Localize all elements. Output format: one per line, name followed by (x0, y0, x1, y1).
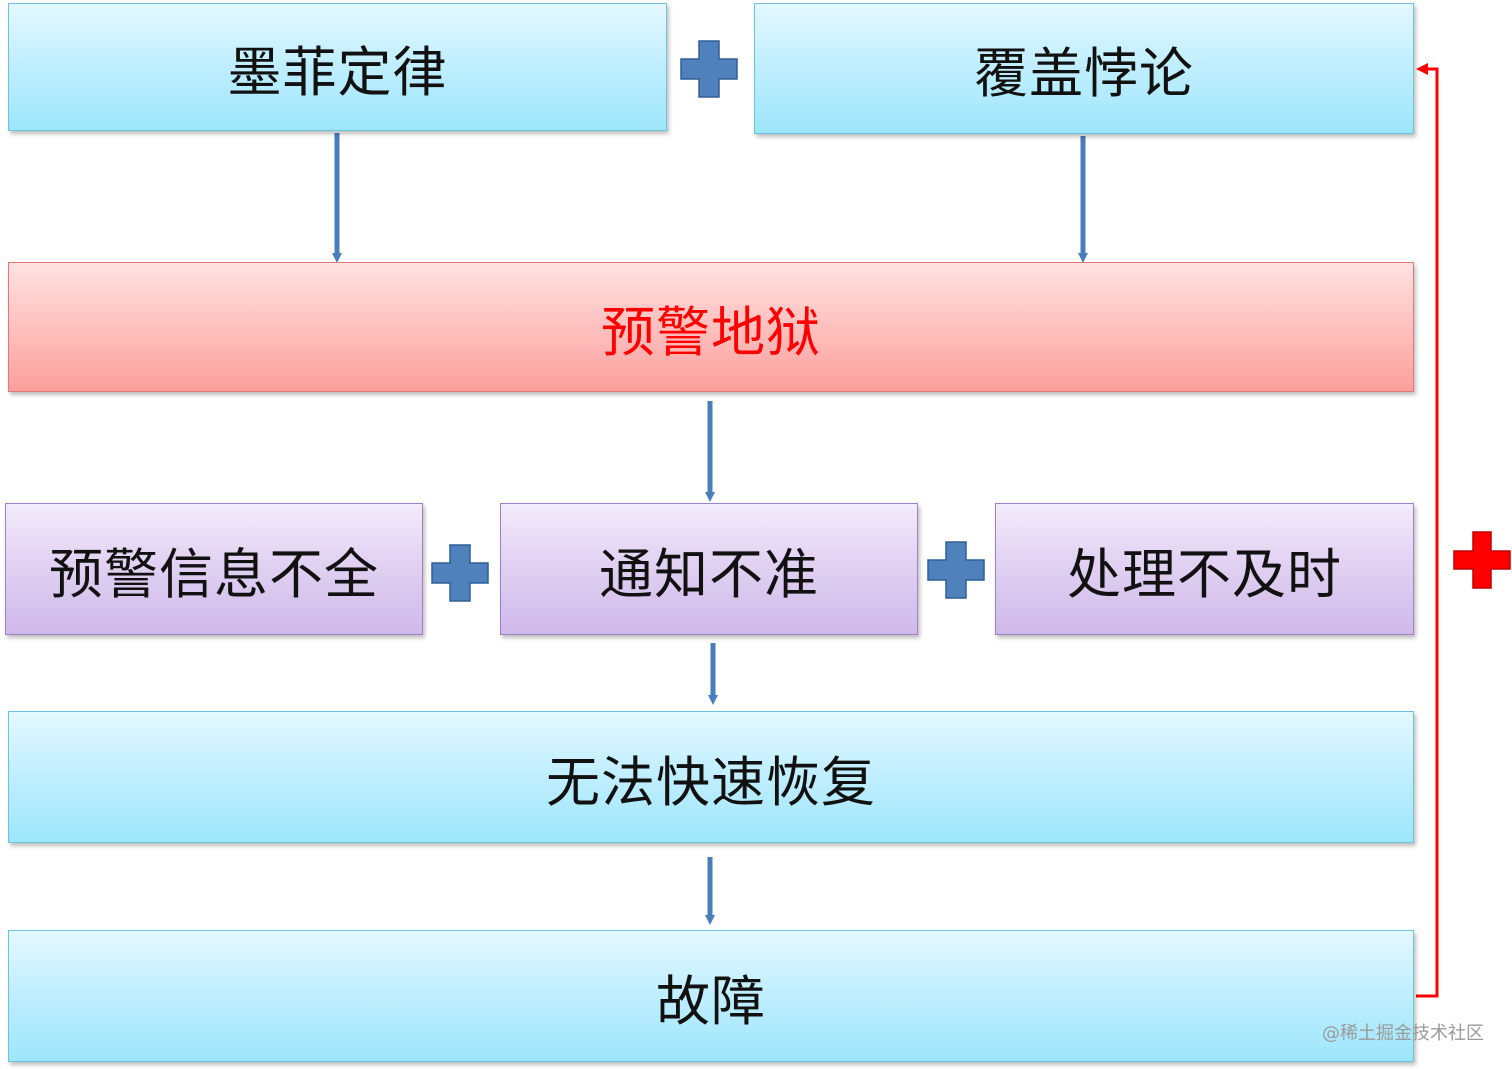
plus-icon (1453, 531, 1511, 589)
watermark: @稀土掘金技术社区 (1322, 1023, 1484, 1044)
node-label: 墨菲定律 (227, 40, 448, 104)
node-label: 无法快速恢复 (546, 750, 876, 814)
node-label: 通知不准 (599, 542, 819, 606)
node-failure: 故障 (8, 930, 1414, 1062)
feedback-loop-line (1416, 63, 1439, 998)
node-label: 处理不及时 (1067, 542, 1342, 606)
node-label: 覆盖悖论 (974, 42, 1194, 105)
node-alert-hell: 预警地狱 (8, 262, 1414, 392)
node-label: 故障 (656, 969, 766, 1033)
node-slow-recovery: 无法快速恢复 (8, 711, 1414, 843)
node-label: 预警地狱 (601, 300, 821, 364)
node-slow-handling: 处理不及时 (995, 503, 1414, 635)
node-coverage: 覆盖悖论 (754, 3, 1414, 134)
node-inaccurate-notice: 通知不准 (500, 503, 918, 635)
node-murphy: 墨菲定律 (8, 3, 667, 131)
plus-icon (431, 544, 489, 602)
plus-icon (680, 40, 738, 98)
node-label: 预警信息不全 (49, 542, 379, 606)
plus-icon (927, 541, 985, 599)
node-incomplete-info: 预警信息不全 (5, 503, 423, 635)
